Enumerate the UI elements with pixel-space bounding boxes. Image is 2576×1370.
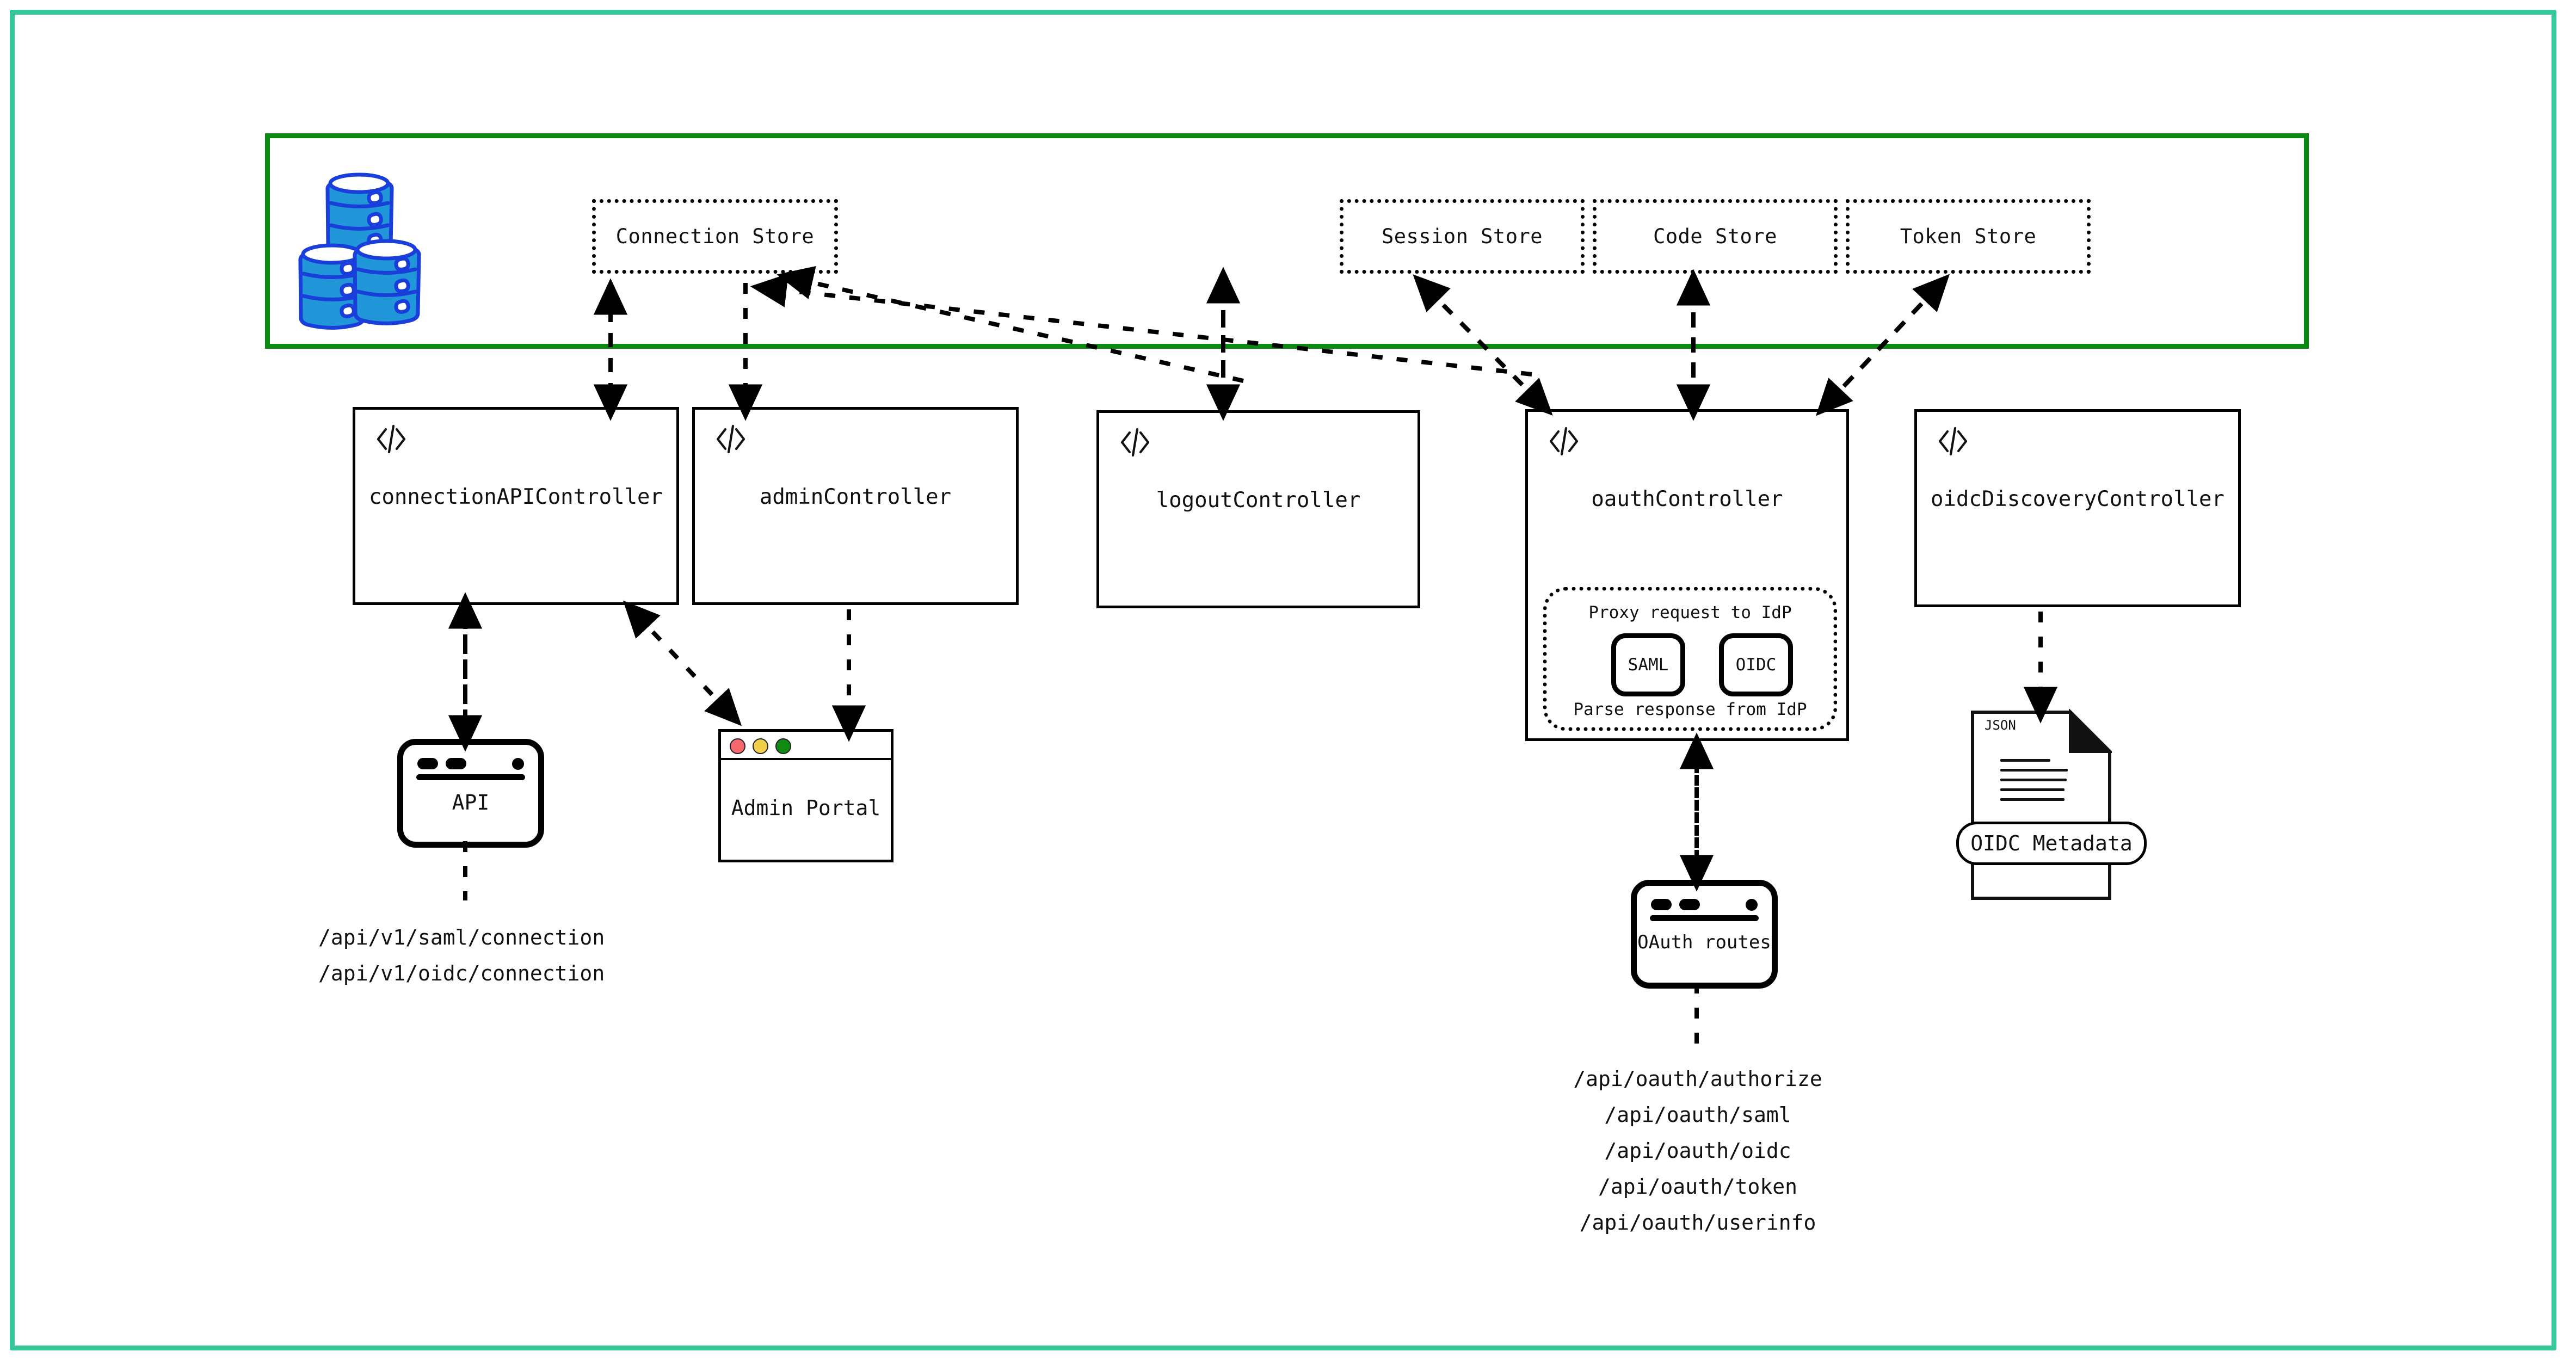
oidc-metadata-label: OIDC Metadata [1970, 831, 2133, 855]
parse-response-caption: Parse response from IdP [1573, 700, 1807, 719]
logout-controller[interactable]: logoutController [1096, 410, 1420, 608]
oidc-discovery-controller[interactable]: oidcDiscoveryController [1914, 409, 2241, 607]
api-node-label: API [452, 791, 490, 814]
doc-line [2000, 779, 2067, 781]
endpoint-item: /api/oauth/userinfo [1579, 1211, 1816, 1235]
code-icon [1938, 427, 1968, 456]
endpoint-item: /api/oauth/saml [1604, 1103, 1791, 1127]
connection-api-controller-label: connectionAPIController [368, 485, 663, 509]
window-pill-1 [1651, 899, 1672, 910]
window-titlebar [721, 732, 891, 760]
outer-frame [10, 10, 2556, 1350]
code-icon [377, 424, 406, 454]
traffic-light-red [730, 738, 745, 754]
connection-api-controller[interactable]: connectionAPIController [353, 407, 679, 605]
admin-controller[interactable]: adminController [692, 407, 1019, 605]
oauth-controller[interactable]: oauthController Proxy request to IdP SAM… [1525, 409, 1849, 741]
token-store-label: Token Store [1900, 225, 2037, 248]
idp-proxy-panel: Proxy request to IdP SAML OIDC Parse res… [1543, 587, 1837, 731]
oidc-button-label: OIDC [1735, 655, 1777, 675]
window-pill-2 [1679, 899, 1700, 910]
oauth-routes-node[interactable]: OAuth routes [1631, 880, 1778, 989]
window-dot [1746, 899, 1758, 911]
code-icon [716, 424, 745, 454]
oauth-controller-label: oauthController [1591, 487, 1783, 511]
endpoint-item: /api/oauth/oidc [1604, 1139, 1791, 1163]
oidc-discovery-controller-label: oidcDiscoveryController [1930, 487, 2225, 511]
doc-line [2000, 769, 2068, 772]
api-node[interactable]: API [397, 739, 544, 848]
traffic-light-green [775, 738, 791, 754]
endpoint-item: /api/oauth/token [1598, 1175, 1798, 1199]
oauth-endpoints: /api/oauth/authorize /api/oauth/saml /ap… [1502, 1061, 1894, 1241]
endpoint-item: /api/oauth/authorize [1573, 1067, 1822, 1091]
saml-button[interactable]: SAML [1611, 633, 1685, 696]
doc-line [2000, 788, 2065, 791]
json-document-icon: JSON [1970, 708, 2114, 900]
window-dot [512, 758, 524, 770]
saml-button-label: SAML [1628, 655, 1669, 675]
connection-api-endpoints: /api/v1/saml/connection /api/v1/oidc/con… [318, 919, 699, 991]
oidc-button[interactable]: OIDC [1719, 633, 1793, 696]
admin-controller-label: adminController [759, 485, 952, 509]
token-store[interactable]: Token Store [1846, 199, 2091, 274]
endpoint-item: /api/v1/oidc/connection [318, 961, 605, 985]
window-pill-2 [446, 758, 466, 769]
traffic-light-yellow [753, 738, 768, 754]
code-store[interactable]: Code Store [1593, 199, 1838, 274]
proxy-request-caption: Proxy request to IdP [1588, 603, 1792, 622]
oidc-metadata-badge[interactable]: OIDC Metadata [1956, 822, 2147, 865]
code-icon [1549, 427, 1579, 456]
connection-store[interactable]: Connection Store [592, 199, 838, 274]
admin-portal-node[interactable]: Admin Portal [718, 729, 893, 862]
doc-line [2000, 798, 2065, 801]
code-icon [1120, 428, 1150, 457]
json-doc-tag: JSON [1985, 718, 2016, 733]
window-divider [1650, 915, 1759, 921]
connection-store-label: Connection Store [615, 225, 815, 248]
session-store-label: Session Store [1381, 225, 1543, 248]
window-pill-1 [417, 758, 438, 769]
logout-controller-label: logoutController [1156, 488, 1361, 513]
window-controls [1651, 898, 1758, 911]
code-store-label: Code Store [1653, 225, 1777, 248]
window-controls [417, 757, 524, 770]
window-divider [416, 774, 525, 780]
doc-line [2000, 759, 2050, 762]
endpoint-item: /api/v1/saml/connection [318, 925, 605, 949]
admin-portal-label: Admin Portal [731, 796, 881, 820]
session-store[interactable]: Session Store [1340, 199, 1585, 274]
oauth-routes-label: OAuth routes [1637, 931, 1771, 953]
